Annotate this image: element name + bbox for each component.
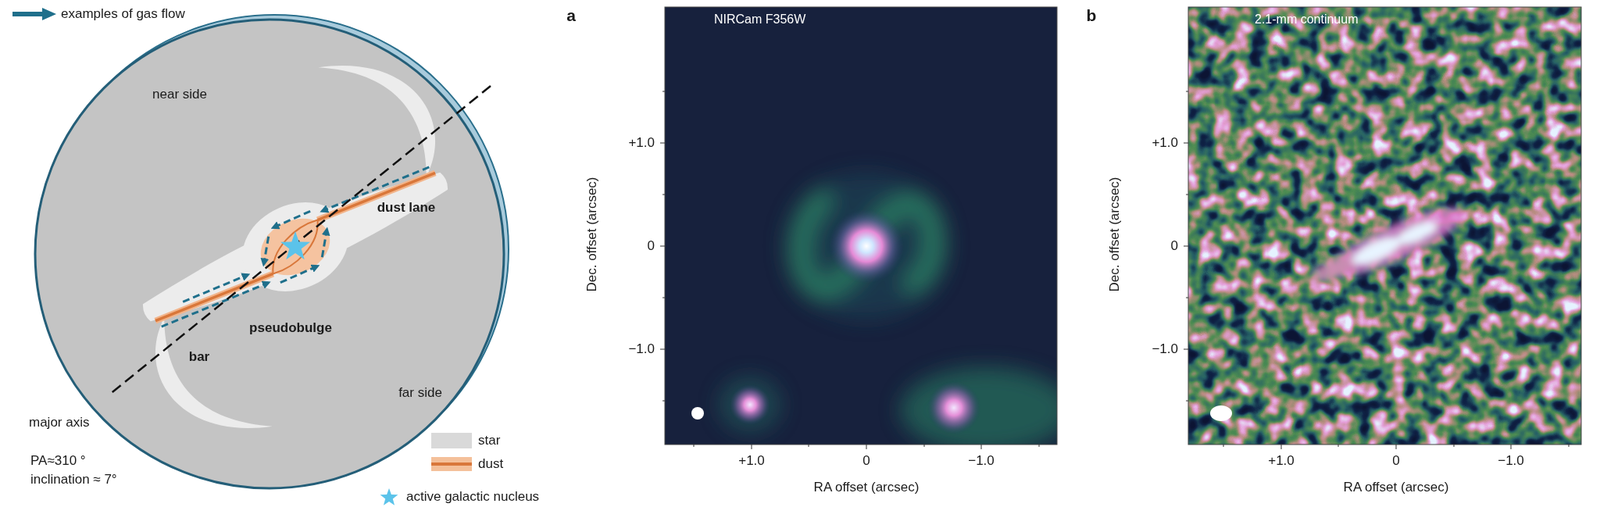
axis-title: Dec. offset (arcsec) [1107,176,1123,292]
legend-swatch-line [431,462,472,466]
legend-text: examples of gas flow [60,7,186,22]
panel-frame [664,7,1058,445]
tick-label: −1.0 [967,453,995,469]
part-label: dust lane [377,200,436,216]
tick-label: 0 [1392,453,1400,469]
axis-title: RA offset (arcsec) [1343,480,1450,496]
legend-star [379,487,399,507]
legend-text: active galactic nucleus [406,489,540,505]
tick-label: 0 [1171,239,1179,254]
part-label: bar [189,350,210,365]
agn-star [380,488,399,506]
side-label: near side [152,87,208,103]
gas-flow-arrows [142,160,448,335]
dust-lane-line [144,168,447,325]
tick-label: 0 [647,239,655,254]
galaxy-disk-shape [35,19,504,489]
axis-title: RA offset (arcsec) [814,480,920,496]
galaxy-schematic [35,14,520,489]
axis-ticks [660,91,1040,450]
panel-letter: b [1086,6,1097,25]
axis-note: inclination ≈ 7° [30,472,118,488]
tick-label: −1.0 [1151,342,1179,358]
part-label: pseudobulge [249,321,333,336]
nuclear-dust-line [260,219,331,275]
panel-frame [1188,7,1582,445]
legend-text: dust [478,457,504,472]
panel-letter: a [566,6,576,25]
legend-swatch [431,432,472,449]
agn-star [280,231,311,260]
panel-title: 2.1-mm continuum [1254,12,1359,27]
continuum-image [1188,7,1582,445]
dust-lane-glow [144,168,447,325]
pseudobulge-shape [228,185,363,308]
tick-label: −1.0 [628,342,655,358]
beam [1210,405,1233,422]
side-label: far side [398,385,443,401]
axis-note: PA≈310 ° [30,453,86,469]
axis-note: major axis [28,415,90,431]
legend-swatch [431,457,472,472]
beam [691,407,704,420]
nircam-image [664,7,1058,445]
bar-shape [135,158,456,336]
image-panel: b2.1-mm continuum [1188,7,1582,445]
panel-title: NIRCam F356W [714,12,806,27]
tick-label: +1.0 [1267,453,1295,469]
gas-flow-arrow [12,7,57,21]
axis-ticks [1183,91,1569,450]
tick-label: +1.0 [628,135,655,151]
galaxy-disk: near side far side [35,19,504,489]
tick-label: +1.0 [738,453,765,469]
tick-label: +1.0 [1151,135,1179,151]
image-panel: aNIRCam F356W [664,7,1058,445]
axis-title: Dec. offset (arcsec) [585,176,600,292]
tick-label: 0 [862,453,870,469]
legend-arrow [12,7,57,21]
major-axis-line [109,85,491,395]
legend-text: star [478,433,500,449]
tick-label: −1.0 [1497,453,1525,469]
